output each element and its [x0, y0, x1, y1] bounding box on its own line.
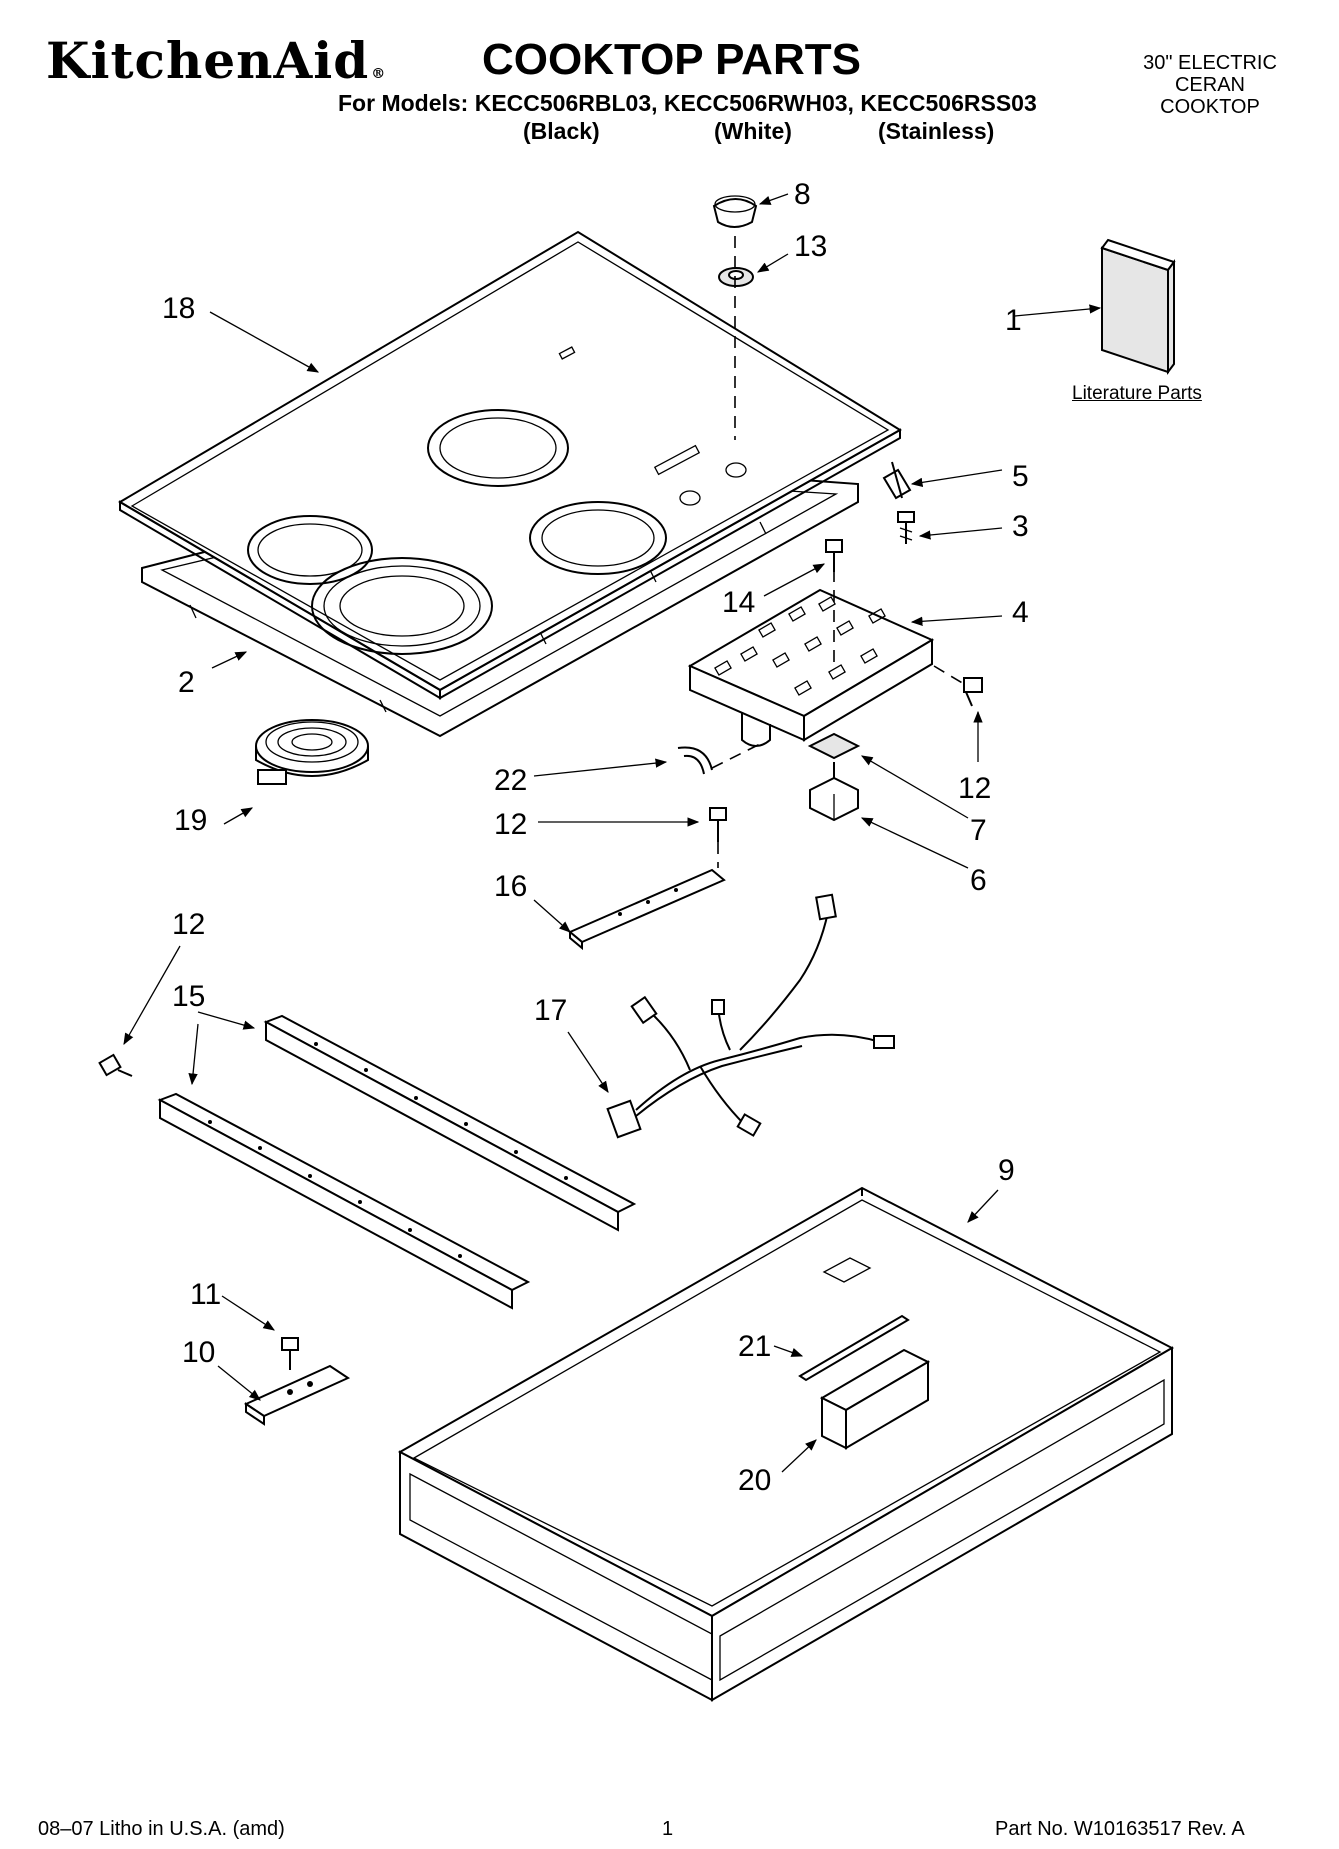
- spring-clip: [882, 461, 912, 500]
- screw-12-bracket: [963, 677, 983, 707]
- callout-3: 3: [1012, 510, 1029, 543]
- callout-18: 18: [162, 292, 195, 325]
- callout-22: 22: [494, 764, 527, 797]
- control-knob: [712, 195, 758, 228]
- callout-7: 7: [970, 814, 987, 847]
- support-rail-upper: [263, 1014, 637, 1232]
- product-type-line: CERAN: [1174, 74, 1245, 96]
- cooktop-base-pan: [397, 1186, 1175, 1702]
- page-number: 1: [662, 1818, 674, 1840]
- literature-booklet: [1100, 238, 1176, 375]
- callout-15: 15: [172, 980, 205, 1013]
- insulator-pad: [807, 732, 861, 760]
- leader-lines: [123, 193, 1102, 1473]
- callout-8: 8: [794, 178, 811, 211]
- page-title: COOKTOP PARTS: [482, 35, 861, 84]
- glass-cooktop: [118, 230, 902, 700]
- callout-12: 12: [494, 808, 527, 841]
- callout-17: 17: [534, 994, 567, 1027]
- callout-19: 19: [174, 804, 207, 837]
- support-bracket-16: [568, 868, 726, 951]
- screw-14: [825, 539, 843, 572]
- finish-stainless: (Stainless): [878, 118, 995, 144]
- brand-logo: KitchenAid®: [46, 36, 386, 86]
- callout-6: 6: [970, 864, 987, 897]
- callout-20: 20: [738, 1464, 771, 1497]
- callout-13: 13: [794, 230, 827, 263]
- part-number: Part No. W10163517 Rev. A: [995, 1818, 1245, 1840]
- screw-12-center: [709, 807, 727, 842]
- callout-2: 2: [178, 666, 195, 699]
- brand-name: KitchenAid: [46, 31, 370, 90]
- callout-5: 5: [1012, 460, 1029, 493]
- literature-parts-label: Literature Parts: [1072, 383, 1202, 404]
- product-type-line: 30" ELECTRIC: [1143, 52, 1277, 74]
- callout-11: 11: [190, 1278, 221, 1311]
- product-type-line: COOKTOP: [1160, 96, 1260, 118]
- screw-3: [897, 511, 915, 544]
- finish-black: (Black): [523, 118, 600, 144]
- callout-numbers: 1 2 3 4 5 6 7 8 9 10 11 12 12 12 13 14 1…: [162, 178, 1029, 1497]
- callout-16: 16: [494, 870, 527, 903]
- screw-12-left: [98, 1053, 133, 1077]
- model-numbers: For Models: KECC506RBL03, KECC506RWH03, …: [338, 90, 1037, 116]
- wire-harness: [606, 893, 895, 1139]
- callout-14: 14: [722, 586, 755, 619]
- knob-washer: [718, 267, 754, 287]
- callout-12: 12: [958, 772, 991, 805]
- wire-clip: [677, 746, 713, 775]
- screw-11: [281, 1337, 299, 1370]
- finish-white: (White): [714, 118, 792, 144]
- product-type: 30" ELECTRIC CERAN COOKTOP: [1110, 52, 1310, 118]
- callout-21: 21: [738, 1330, 771, 1363]
- control-bracket: [687, 588, 935, 747]
- callout-1: 1: [1005, 304, 1022, 337]
- registered-mark: ®: [371, 66, 387, 82]
- callout-10: 10: [182, 1336, 215, 1369]
- litho-info: 08–07 Litho in U.S.A. (amd): [38, 1818, 285, 1840]
- mounting-bracket-10: [243, 1364, 351, 1426]
- callout-4: 4: [1012, 596, 1029, 629]
- callout-12: 12: [172, 908, 205, 941]
- support-rail-lower: [157, 1092, 531, 1310]
- insulation-strip: [798, 1314, 910, 1382]
- radiant-element: [255, 719, 369, 785]
- callout-9: 9: [998, 1154, 1015, 1187]
- infinite-switch: [809, 762, 859, 822]
